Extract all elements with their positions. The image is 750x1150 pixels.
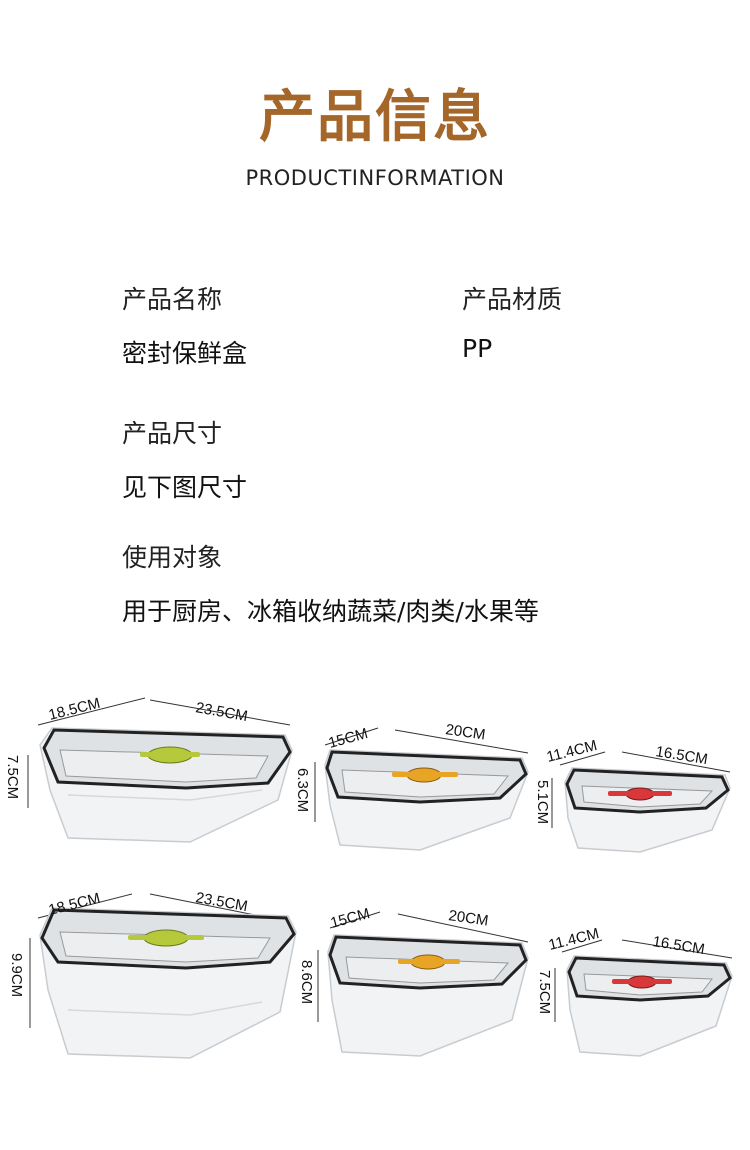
medium-2-width: 15CM (329, 905, 372, 932)
large-2-height: 9.9CM (8, 953, 25, 997)
product-material-value: PP (462, 334, 493, 363)
product-usage-value: 用于厨房、冰箱收纳蔬菜/肉类/水果等 (122, 597, 539, 626)
large-2-length: 23.5CM (194, 889, 249, 915)
product-size-label: 产品尺寸 (122, 419, 223, 448)
small-container-2: 11.4CM 16.5CM 7.5CM (536, 925, 733, 1057)
small-2-width: 11.4CM (547, 925, 601, 954)
page-subtitle: PRODUCTINFORMATION (245, 166, 505, 190)
medium-2-height: 8.6CM (298, 960, 315, 1004)
medium-1-height: 6.3CM (294, 768, 311, 812)
medium-1-width: 15CM (327, 725, 370, 752)
page-title: 产品信息 (259, 85, 491, 150)
product-material-label: 产品材质 (462, 285, 563, 314)
small-2-height: 7.5CM (536, 970, 553, 1014)
product-size-illustration: 18.5CM 23.5CM 7.5CM 15CM 20CM 6.3CM 11.4… (4, 695, 733, 1059)
product-size-value: 见下图尺寸 (122, 473, 248, 502)
large-container-2: 18.5CM 23.5CM 9.9CM (8, 889, 297, 1059)
medium-1-length: 20CM (444, 721, 486, 743)
small-1-height: 5.1CM (534, 780, 551, 824)
medium-container-2: 15CM 20CM 8.6CM (298, 905, 529, 1057)
large-1-width: 18.5CM (47, 695, 102, 724)
product-name-value: 密封保鲜盒 (122, 339, 248, 368)
medium-container-1: 15CM 20CM 6.3CM (294, 721, 529, 851)
small-1-length: 16.5CM (654, 743, 709, 768)
large-1-length: 23.5CM (194, 699, 249, 725)
small-container-1: 11.4CM 16.5CM 5.1CM (534, 737, 731, 853)
large-container-1: 18.5CM 23.5CM 7.5CM (4, 695, 293, 843)
large-1-height: 7.5CM (4, 755, 21, 799)
small-2-length: 16.5CM (651, 933, 706, 958)
medium-2-length: 20CM (447, 907, 489, 929)
product-usage-label: 使用对象 (122, 543, 223, 572)
product-name-label: 产品名称 (122, 285, 223, 314)
